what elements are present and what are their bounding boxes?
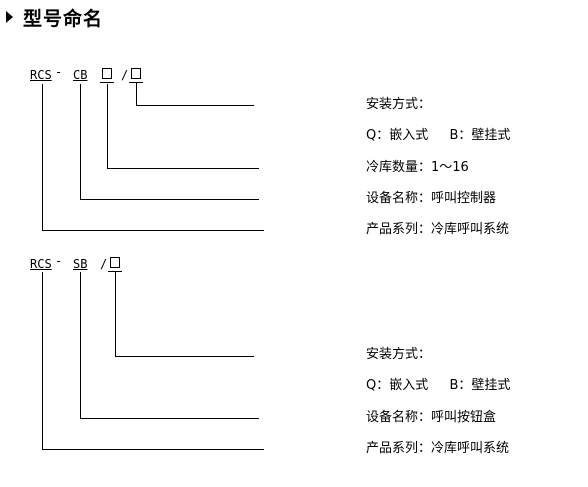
model2-slash: / — [100, 257, 108, 271]
model1-install-method-label: 安装方式： — [366, 97, 432, 112]
model2-install-box-underline — [108, 271, 122, 272]
connector-model1-install — [136, 83, 254, 106]
connector-model2-device — [80, 272, 259, 419]
model2-dash: - — [55, 254, 63, 268]
model1-install-box — [131, 68, 141, 79]
model2-product-series-label: 产品系列：冷库呼叫系统 — [366, 441, 510, 456]
model2-code: SB — [73, 257, 88, 271]
model1-install-box-underline — [129, 82, 143, 83]
model1-dash: - — [55, 65, 63, 79]
connector-model1-series — [42, 84, 264, 231]
model1-count-box-underline — [100, 82, 114, 83]
model1-slash: / — [121, 68, 129, 82]
model2-device-name-label: 设备名称：呼叫按钮盒 — [366, 410, 497, 425]
model1-count-box — [102, 68, 112, 79]
connector-model2-series — [42, 272, 264, 450]
model1-product-series-label: 产品系列：冷库呼叫系统 — [366, 222, 510, 237]
model1-storage-count-label: 冷库数量：1～16 — [366, 160, 469, 175]
triangle-right-icon — [6, 11, 13, 23]
connector-model1-device — [80, 84, 259, 200]
model1-prefix: RCS — [30, 68, 52, 82]
section-heading: 型号命名 — [6, 4, 103, 30]
model2-prefix: RCS — [30, 257, 52, 271]
connector-model1-count — [107, 84, 259, 169]
model2-install-options-label: Q：嵌入式 B：壁挂式 — [366, 378, 511, 393]
model2-install-box — [110, 257, 120, 268]
model1-device-name-label: 设备名称：呼叫控制器 — [366, 191, 497, 206]
section-title: 型号命名 — [23, 7, 104, 30]
model1-code: CB — [73, 68, 88, 82]
model2-install-method-label: 安装方式： — [366, 347, 432, 362]
connector-model2-install — [115, 272, 254, 357]
model1-install-options-label: Q：嵌入式 B：壁挂式 — [366, 128, 511, 143]
